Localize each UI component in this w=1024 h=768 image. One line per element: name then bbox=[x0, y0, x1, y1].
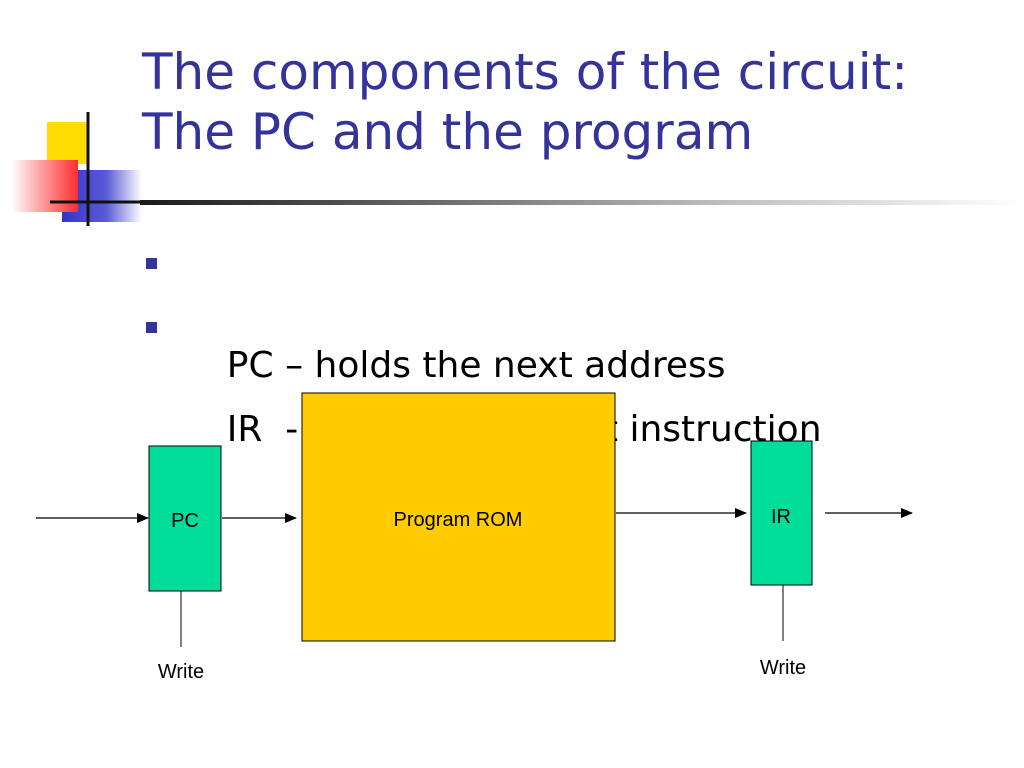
title-line-1: The components of the circuit: bbox=[142, 43, 909, 101]
ir-write-label: Write bbox=[760, 657, 806, 679]
bullet-text: PC – holds the next address bbox=[226, 345, 726, 386]
square-bullet-icon bbox=[146, 258, 157, 269]
ir-label: IR bbox=[771, 506, 791, 528]
program-rom-label: Program ROM bbox=[394, 509, 523, 531]
pc-label: PC bbox=[171, 510, 199, 532]
title-line-2: The PC and the program bbox=[142, 103, 754, 161]
bullet-item: PC – holds the next address bbox=[143, 236, 822, 386]
pc-write-label: Write bbox=[158, 661, 204, 683]
title-underline bbox=[140, 200, 1024, 205]
slide-title: The components of the circuit: The PC an… bbox=[142, 42, 908, 162]
ir-register bbox=[750, 440, 813, 586]
pc-register bbox=[148, 445, 222, 592]
program-rom bbox=[301, 392, 616, 642]
corner-decoration bbox=[12, 112, 150, 226]
square-bullet-icon bbox=[146, 322, 157, 333]
deco-yellow-square bbox=[47, 122, 89, 164]
